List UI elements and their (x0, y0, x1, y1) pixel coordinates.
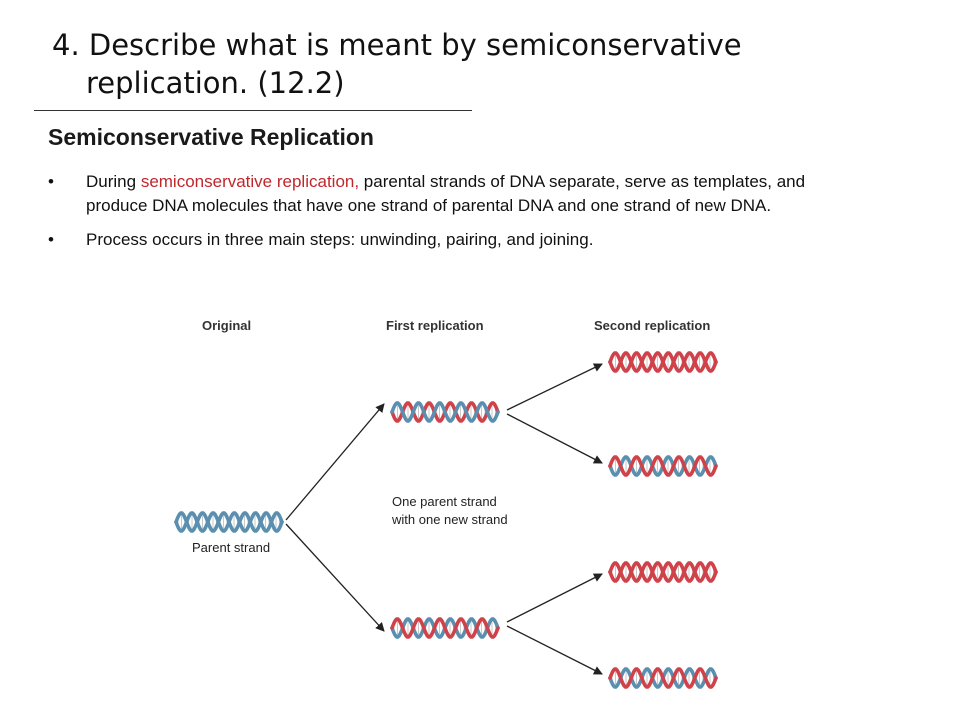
bullet-item-definition: During semiconservative replication, par… (48, 170, 868, 218)
bullet-list: During semiconservative replication, par… (48, 170, 868, 262)
helix-copy-1b (608, 455, 718, 477)
strand-front (608, 561, 718, 583)
strand-front (608, 351, 718, 373)
annotation-line-1: One parent strand (392, 494, 497, 509)
highlight-term: semiconservative replication, (140, 172, 360, 191)
helix-copy-2 (390, 617, 500, 639)
slide-title: 4. Describe what is meant by semiconserv… (52, 26, 812, 102)
arrow-copy-2-to-copy-2b (506, 625, 603, 675)
helix-copy-2a (608, 561, 718, 583)
title-underline (34, 110, 472, 111)
helix-layer (174, 351, 718, 689)
arrow-parent-to-copy-2 (285, 523, 385, 632)
helix-copy-2b (608, 667, 718, 689)
helix-parent (174, 511, 284, 533)
slide-title-line-1: 4. Describe what is meant by semiconserv… (52, 28, 742, 62)
bullet-text: Process occurs in three main steps: unwi… (86, 230, 594, 249)
strand-front (608, 455, 718, 477)
column-label-second-replication: Second replication (594, 318, 710, 333)
replication-diagram: Original First replication Second replic… (174, 318, 718, 689)
arrow-layer (285, 363, 603, 675)
arrow-copy-2-to-copy-2a (506, 573, 603, 623)
helix-copy-1 (390, 401, 500, 423)
arrow-copy-1-to-copy-1a (506, 363, 603, 411)
bullet-rest: parental strands of DNA separate, serve … (86, 172, 806, 215)
strand-front (390, 617, 500, 639)
annotation-line-2: with one new strand (391, 512, 508, 527)
column-label-first-replication: First replication (386, 318, 484, 333)
strand-front (608, 667, 718, 689)
column-label-original: Original (202, 318, 251, 333)
parent-strand-label: Parent strand (192, 540, 270, 555)
strand-front (390, 401, 500, 423)
slide-title-line-2: replication. (12.2) (86, 66, 345, 100)
bullet-lead: During (86, 172, 141, 191)
section-heading: Semiconservative Replication (48, 124, 374, 150)
strand-front (174, 511, 284, 533)
arrow-parent-to-copy-1 (285, 403, 385, 521)
arrow-copy-1-to-copy-1b (506, 413, 603, 464)
bullet-item-steps: Process occurs in three main steps: unwi… (48, 228, 868, 252)
helix-copy-1a (608, 351, 718, 373)
